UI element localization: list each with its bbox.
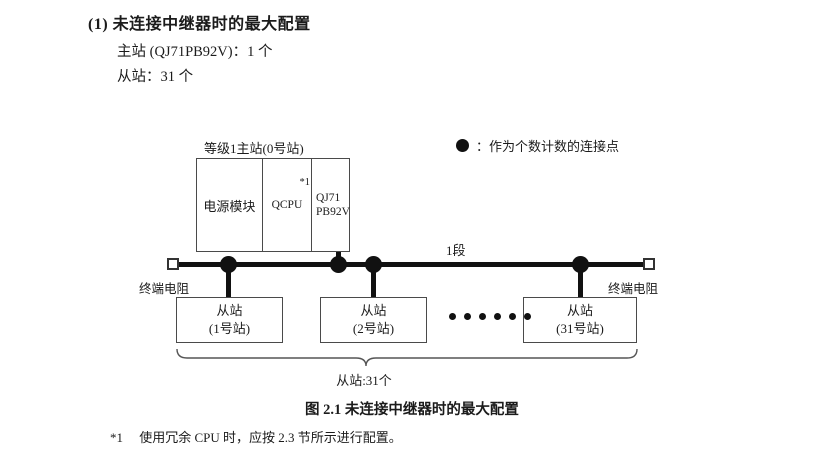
legend: ：作为个数计数的连接点 (456, 136, 619, 155)
cpu-footnote-marker: *1 (299, 177, 311, 188)
heading-master-count: 主站 (QJ71PB92V)：1 个 (117, 44, 273, 60)
master-rack: 电源模块 QCPU *1 QJ71 PB92V (196, 158, 350, 252)
drop-line-slave1 (226, 264, 231, 298)
filled-circle-icon (456, 139, 469, 152)
slave-group-brace-label: 从站:31个 (336, 373, 392, 388)
slave-station-box-2: 从站 (2号站) (320, 297, 427, 343)
ellipsis-dot (494, 313, 501, 320)
cpu-module-cell: QCPU *1 (263, 159, 312, 251)
ellipsis-dot (509, 313, 516, 320)
slave-2-station: (2号站) (352, 321, 395, 336)
footnote: *1 使用冗余 CPU 时，应按 2.3 节所示进行配置。 (110, 427, 402, 446)
slave-station-box-1: 从站 (1号站) (176, 297, 283, 343)
cpu-module-label: QCPU (271, 199, 303, 211)
terminator-left-connector-icon (167, 258, 179, 270)
legend-text: ：作为个数计数的连接点 (476, 139, 620, 154)
slave-31-name: 从站 (566, 303, 593, 319)
drop-line-slave31 (578, 264, 583, 298)
segment-label: 1段 (446, 243, 466, 258)
section-heading: (1) 未连接中继器时的最大配置 (88, 16, 311, 33)
ellipsis-dots (449, 313, 531, 320)
figure-caption: 图 2.1 未连接中继器时的最大配置 (305, 402, 519, 418)
bus-trunk-line (178, 262, 651, 267)
terminator-right-label: 终端电阻 (608, 282, 659, 296)
ellipsis-dot (464, 313, 471, 320)
terminator-left-label: 终端电阻 (139, 282, 190, 296)
slave-31-station: (31号站) (556, 321, 604, 336)
drop-line-slave2 (371, 264, 376, 298)
footnote-marker: *1 (110, 430, 123, 445)
bus-junction-dot-master (330, 256, 347, 273)
terminator-right-connector-icon (643, 258, 655, 270)
ellipsis-dot (524, 313, 531, 320)
slave-1-name: 从站 (216, 303, 243, 319)
slave-station-box-31: 从站 (31号站) (523, 297, 637, 343)
ellipsis-dot (479, 313, 486, 320)
network-module-cell: QJ71 PB92V (312, 159, 350, 251)
footnote-text: 使用冗余 CPU 时，应按 2.3 节所示进行配置。 (139, 430, 402, 445)
heading-slave-count: 从站：31 个 (117, 69, 194, 85)
network-module-label-line1: QJ71 (316, 191, 341, 204)
slave-1-station: (1号站) (208, 321, 251, 336)
power-module-cell: 电源模块 (197, 159, 263, 251)
ellipsis-dot (449, 313, 456, 320)
master-station-label: 等级1主站(0号站) (204, 141, 304, 156)
network-module-label-line2: PB92V (316, 206, 350, 218)
slave-2-name: 从站 (360, 303, 387, 319)
